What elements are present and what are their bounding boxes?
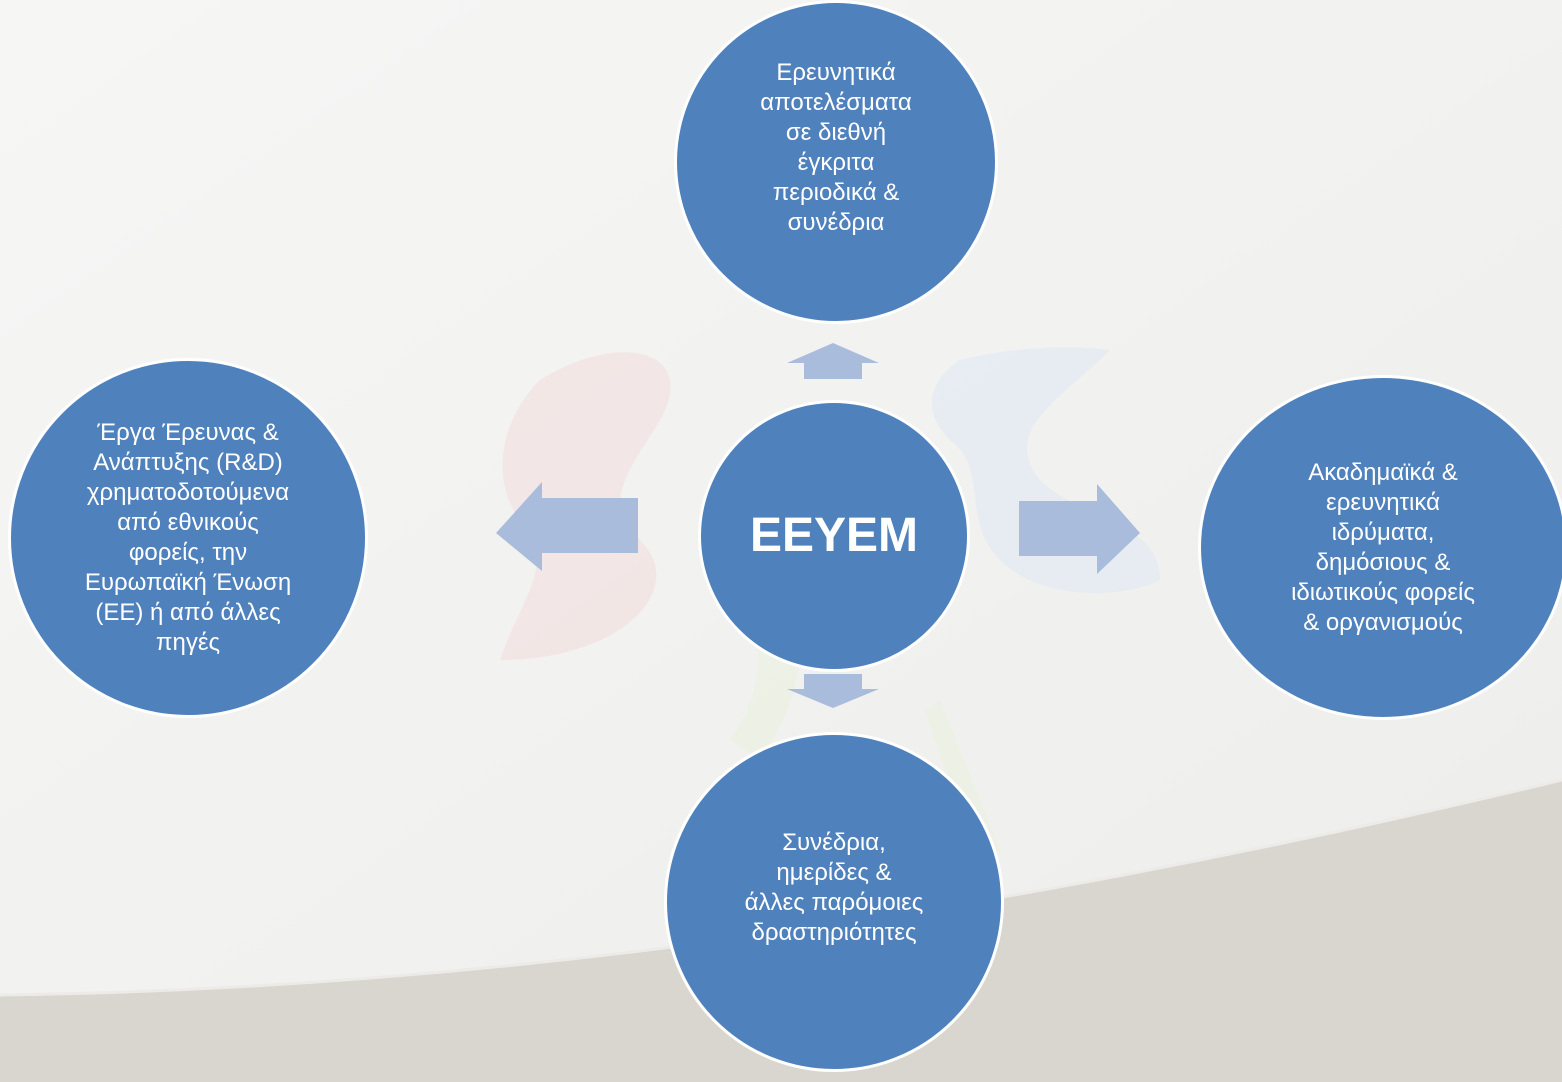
node-conferences-label: Συνέδρια, ημερίδες & άλλες παρόμοιες δρα…	[744, 829, 924, 946]
node-institutions-label: Ακαδημαϊκά & ερευνητικά ιδρύματα, δημόσι…	[1291, 458, 1475, 636]
node-rd-projects-label: Έργα Έρευνας & Ανάπτυξης (R&D) χρηματοδο…	[84, 419, 292, 656]
node-research-results: Ερευνητικά αποτελέσματα σε διεθνή έγκριτ…	[674, 0, 998, 324]
node-institutions: Ακαδημαϊκά & ερευνητικά ιδρύματα, δημόσι…	[1198, 375, 1562, 720]
node-center-label: ΕΕΥΕΜ	[749, 509, 919, 562]
node-rd-projects: Έργα Έρευνας & Ανάπτυξης (R&D) χρηματοδο…	[8, 358, 368, 718]
node-center: ΕΕΥΕΜ	[698, 400, 970, 672]
node-conferences: Συνέδρια, ημερίδες & άλλες παρόμοιες δρα…	[664, 732, 1004, 1072]
node-research-results-label: Ερευνητικά αποτελέσματα σε διεθνή έγκριτ…	[760, 59, 912, 236]
